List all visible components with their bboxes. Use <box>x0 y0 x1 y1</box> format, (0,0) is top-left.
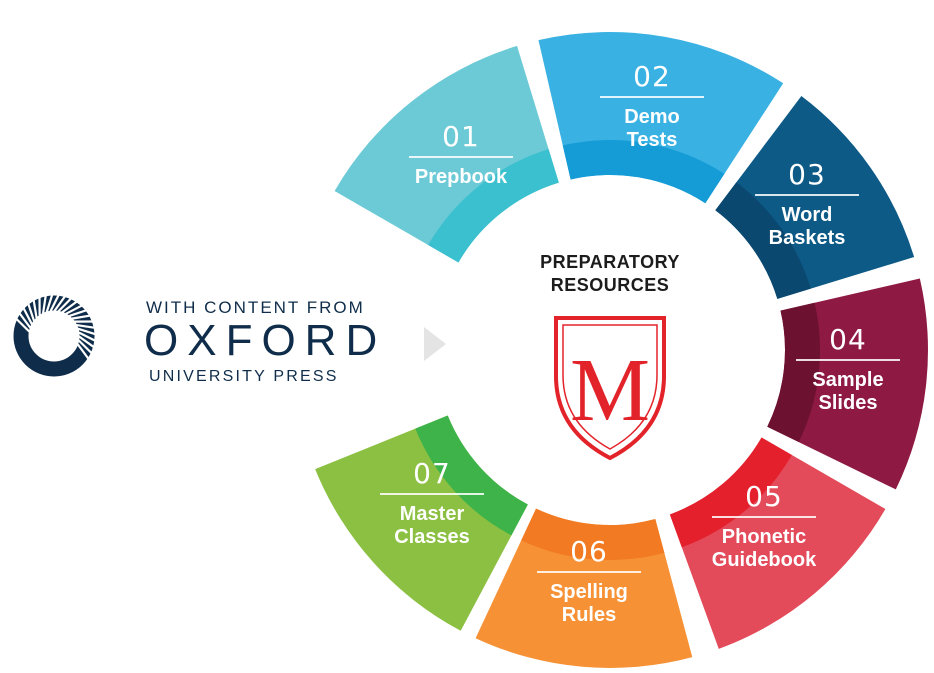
university-press: UNIVERSITY PRESS <box>149 368 339 385</box>
center-title-line1: PREPARATORY <box>540 252 680 272</box>
emblem-shield: M <box>554 316 666 461</box>
segment-title-line: Baskets <box>768 226 846 249</box>
segment-inner-band-03 <box>715 182 811 299</box>
segment-number: 03 <box>788 158 826 191</box>
arrow-right-icon <box>424 327 446 361</box>
segment-inner-band-02 <box>562 140 725 204</box>
segment-title-line: Phonetic <box>721 525 807 548</box>
oxford-logo: WITH CONTENT FROM OXFORD UNIVERSITY PRES… <box>6 286 377 386</box>
segment-title-line: Guidebook <box>711 548 817 571</box>
segment-title-line: Master <box>399 502 465 525</box>
segment-divider <box>537 571 641 573</box>
segment-title-line: Tests <box>626 128 678 151</box>
segment-inner-band-04 <box>767 302 821 443</box>
segment-inner-band-01 <box>428 149 559 263</box>
center-title: PREPARATORY RESOURCES <box>495 251 725 297</box>
segment-number: 04 <box>829 323 867 356</box>
segment-number: 06 <box>570 535 608 568</box>
segment-inner-band-07 <box>415 415 528 536</box>
segment-divider <box>796 359 900 361</box>
segment-title-line: Sample <box>812 368 884 391</box>
oxford-ring-icon <box>13 294 96 377</box>
segment-title-line: Word <box>781 203 833 226</box>
with-content-from: WITH CONTENT FROM <box>146 298 365 317</box>
segment-divider <box>712 516 816 518</box>
segment-divider <box>755 194 859 196</box>
segment-inner-band-06 <box>521 508 665 560</box>
segment-title-line: Classes <box>394 525 470 548</box>
center-title-line2: RESOURCES <box>550 275 670 295</box>
segment-divider <box>600 96 704 98</box>
segment-divider <box>380 493 484 495</box>
segment-number: 01 <box>442 120 480 153</box>
segment-number: 02 <box>633 60 671 93</box>
segment-number: 05 <box>745 480 783 513</box>
segment-divider <box>409 156 513 158</box>
segment-title-line: Spelling <box>550 580 628 603</box>
segment-inner-band-05 <box>669 437 792 548</box>
segment-title-line: Prepbook <box>414 165 508 188</box>
oxford-wordmark: OXFORD <box>144 316 387 365</box>
segment-title-line: Rules <box>561 603 617 626</box>
segment-title-line: Slides <box>818 391 878 414</box>
segment-title-line: Demo <box>624 105 680 128</box>
emblem-letter: M <box>570 341 650 440</box>
segment-number: 07 <box>413 457 451 490</box>
segment-title: Prepbook <box>396 166 526 189</box>
